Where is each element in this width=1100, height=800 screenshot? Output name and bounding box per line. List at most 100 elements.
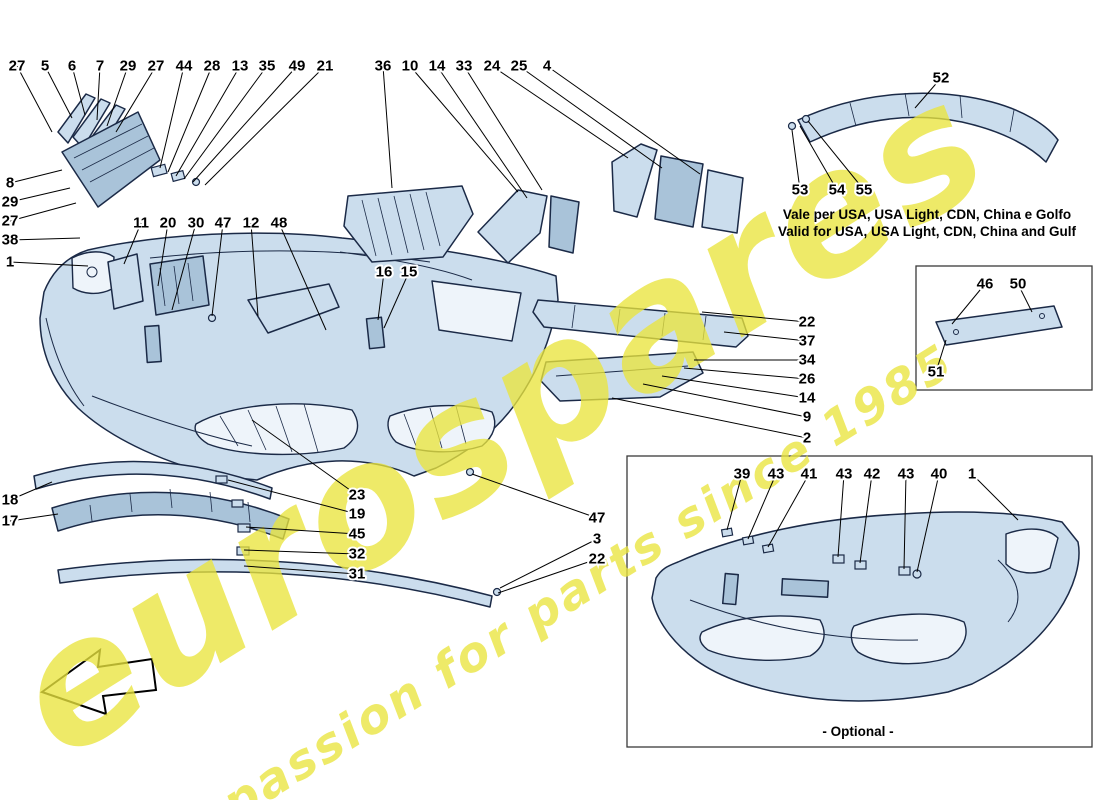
bumper-beam — [532, 299, 749, 348]
side-fin-panel — [61, 111, 161, 208]
bolt — [787, 121, 797, 131]
part-number-callout: 50 — [1010, 276, 1027, 293]
part-number-callout: 51 — [928, 364, 945, 381]
air-duct — [107, 253, 144, 310]
bolt — [801, 114, 811, 124]
hatch-line — [89, 147, 155, 183]
part-number-callout: 20 — [160, 215, 177, 232]
part-number-callout: 12 — [243, 215, 260, 232]
leader-line — [227, 479, 358, 515]
optional-crease — [997, 559, 1019, 623]
part-number-callout: 22 — [589, 551, 606, 568]
part-number-callout: 7 — [96, 58, 104, 75]
strip-rib — [129, 493, 133, 513]
leader-line — [204, 65, 326, 186]
mesh-line — [303, 403, 319, 453]
part-number-callout: 29 — [120, 58, 137, 75]
leader-line — [859, 473, 873, 564]
part-number-callout: 25 — [511, 58, 528, 75]
part-number-callout: 37 — [799, 333, 816, 350]
spoiler-strip-upper — [33, 460, 273, 500]
leader-line — [9, 187, 71, 203]
air-duct — [149, 255, 210, 316]
leader-line — [183, 65, 268, 180]
strip-rib — [89, 504, 93, 522]
parts-layer — [33, 92, 1093, 748]
beam-rib — [702, 315, 707, 341]
beam-rib — [661, 312, 666, 337]
notes: Vale per USA, USA Light, CDN, China e Go… — [778, 207, 1077, 739]
leader-line — [16, 65, 53, 133]
duct-slat — [187, 262, 194, 302]
optional-intake-left — [699, 615, 825, 661]
leader-line — [916, 473, 940, 573]
clip — [231, 499, 244, 508]
leader-line — [96, 65, 101, 121]
part-number-callout: 43 — [768, 466, 785, 483]
leader-line — [1017, 283, 1033, 313]
leader-line — [377, 271, 385, 321]
vent-slot — [144, 324, 162, 364]
leader-line — [171, 222, 197, 311]
grille-slat — [393, 195, 409, 254]
rear-reinforcement-bar — [797, 92, 1059, 163]
leader-line — [409, 65, 519, 193]
leader-line — [9, 202, 77, 222]
part-number-callout: 38 — [2, 232, 19, 249]
optional-plate-recess — [780, 578, 830, 598]
leader-line — [914, 77, 942, 109]
part-number-callout: 10 — [402, 58, 419, 75]
body-crease — [91, 395, 253, 447]
part-number-callout: 30 — [188, 215, 205, 232]
radiator-opening — [431, 280, 522, 342]
part-number-callout: 31 — [349, 566, 366, 583]
part-number-callout: 21 — [317, 58, 334, 75]
leader-line — [106, 65, 129, 127]
strip-rib — [209, 491, 213, 513]
leader-line — [935, 339, 947, 373]
leader-line — [701, 311, 808, 323]
bar-rib — [959, 94, 963, 119]
upper-grille — [343, 185, 474, 263]
part-number-callout: 2 — [803, 430, 811, 447]
trim-bracket — [247, 283, 340, 334]
part-number-callout: 44 — [176, 58, 193, 75]
leader-line — [436, 65, 528, 199]
part-number-callout: 47 — [589, 510, 606, 527]
part-number-callout: 43 — [898, 466, 915, 483]
leader-line — [471, 473, 598, 519]
mounting-clip — [365, 316, 386, 350]
hatch-line — [73, 123, 143, 159]
leader-line — [245, 526, 358, 535]
leader-line — [903, 473, 907, 570]
fastener — [761, 543, 775, 554]
part-number-callout: 6 — [68, 58, 76, 75]
part-number-callout: 54 — [829, 182, 846, 199]
leader-line — [747, 473, 777, 540]
part-number-callout: 40 — [931, 466, 948, 483]
leader-line — [767, 473, 810, 548]
part-number-callout: 27 — [148, 58, 165, 75]
plate-panel-box — [915, 265, 1093, 391]
leader-line — [9, 513, 59, 522]
leader-line — [837, 473, 845, 558]
lower-deflector-panel — [540, 351, 704, 402]
part-number-callout: 4 — [543, 58, 552, 75]
grille-slat — [409, 193, 425, 251]
mesh-line — [403, 413, 417, 447]
leader-line — [9, 481, 53, 501]
leader-line — [44, 65, 73, 119]
bracket-clip — [170, 169, 186, 183]
plate-hole — [1039, 313, 1045, 319]
panel-crease — [555, 365, 689, 377]
mesh-line — [275, 405, 293, 453]
leader-line — [726, 473, 743, 531]
part-number-callout: 42 — [864, 466, 881, 483]
bracket-clip — [150, 163, 168, 178]
part-number-callout: 22 — [799, 314, 816, 331]
strip-rib — [247, 501, 251, 523]
mesh-line — [429, 407, 443, 449]
leader-line — [175, 65, 241, 177]
leader-line — [491, 65, 629, 159]
